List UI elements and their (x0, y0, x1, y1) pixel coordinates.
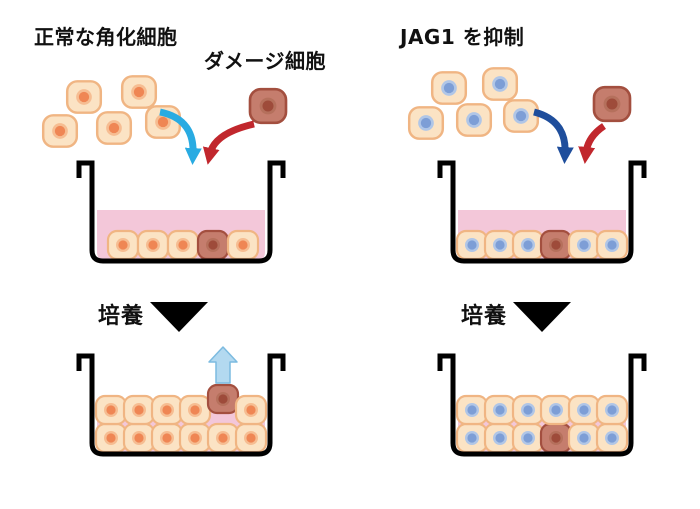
culture-label-left: 培養 (98, 303, 144, 329)
normal-cell (120, 75, 158, 109)
jag1-suppressed-cell (455, 394, 489, 426)
jag1-suppressed-cell (595, 422, 629, 454)
dish-top-left (76, 160, 286, 264)
normal-cell (178, 422, 212, 454)
jag1-suppressed-cell (567, 422, 601, 454)
keratinocyte-cluster-left (41, 75, 182, 148)
normal-cell (94, 422, 128, 454)
damaged-cell-label: ダメージ細胞 (204, 49, 326, 73)
jag1-suppressed-cell (455, 422, 489, 454)
damaged-cell (196, 229, 230, 261)
jag1-suppressed-cell (483, 394, 517, 426)
triangle-down-icon (150, 302, 208, 332)
keratinocyte-cluster-right (407, 67, 540, 140)
jag1-suppressed-cell (511, 394, 545, 426)
dish-outline (437, 160, 647, 264)
jag1-suppressed-cell (511, 229, 545, 261)
jag1-suppressed-cell (483, 229, 517, 261)
jag1-suppressed-cell (511, 422, 545, 454)
jag1-suppressed-cell (595, 229, 629, 261)
dish-bottom-right (437, 353, 647, 457)
damaged-cell (539, 229, 573, 261)
blue-curved-arrow-icon (159, 108, 202, 166)
jag1-suppressed-cell (567, 394, 601, 426)
damaged-cell-retained (539, 422, 573, 454)
panel-left: 正常な角化細胞 ダメージ細胞 培養 (34, 25, 326, 457)
red-curved-arrow-icon (578, 123, 607, 164)
jag1-suppressed-cell (455, 103, 493, 137)
jag1-suppressed-cell (539, 394, 573, 426)
jag1-suppressed-cell (483, 422, 517, 454)
normal-cell (206, 422, 240, 454)
normal-cell (166, 229, 200, 261)
jag1-suppressed-cell (430, 71, 468, 105)
damaged-cell (592, 85, 632, 123)
left-panel-title: 正常な角化細胞 (34, 25, 178, 49)
jag1-suppressed-cell (502, 99, 540, 133)
damaged-cell (248, 87, 288, 125)
normal-cell (234, 422, 268, 454)
red-curved-arrow-icon (202, 120, 255, 165)
panel-right: JAG1 を抑制 培養 (398, 25, 647, 457)
right-panel-title: JAG1 を抑制 (398, 25, 524, 49)
jag1-suppressed-cell (567, 229, 601, 261)
dish-outline (437, 353, 647, 457)
normal-cell (150, 422, 184, 454)
dish-bottom-left (76, 346, 286, 457)
normal-cell (226, 229, 260, 261)
normal-cell (178, 394, 212, 426)
normal-cell (122, 422, 156, 454)
culture-label-right: 培養 (461, 303, 507, 329)
normal-cell (150, 394, 184, 426)
normal-cell (94, 394, 128, 426)
dish-outline (76, 160, 286, 264)
jag1-suppressed-cell (455, 229, 489, 261)
normal-cell (95, 111, 133, 145)
triangle-down-icon (513, 302, 571, 332)
normal-cell (106, 229, 140, 261)
damaged-cell-extruding (206, 383, 240, 415)
normal-cell (136, 229, 170, 261)
extrusion-up-arrow-icon (208, 346, 238, 384)
dish-top-right (437, 160, 647, 264)
jag1-suppressed-cell (481, 67, 519, 101)
normal-cell (234, 394, 268, 426)
normal-cell (122, 394, 156, 426)
dark-blue-curved-arrow-icon (532, 108, 574, 165)
dish-outline (76, 353, 286, 457)
jag1-suppressed-cell (595, 394, 629, 426)
jag1-suppressed-cell (407, 106, 445, 140)
culture-step-left: 培養 (98, 302, 208, 332)
normal-cell (65, 80, 103, 114)
culture-step-right: 培養 (461, 302, 571, 332)
normal-cell (41, 114, 79, 148)
